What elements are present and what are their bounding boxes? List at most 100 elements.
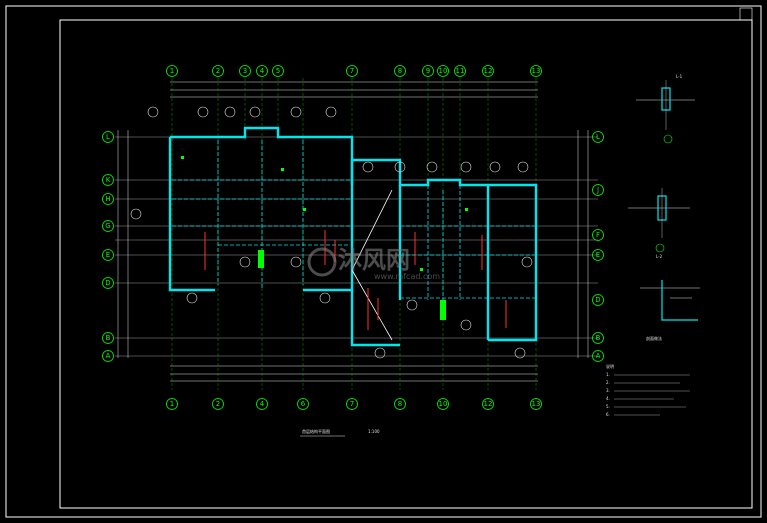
drawing-title: 首层结构平面图 [302, 428, 330, 434]
axis-bubbles-right: L J F E D B A [592, 131, 604, 362]
axis-bubble-left-A: A [102, 350, 114, 362]
axis-bubble-bottom-4: 4 [256, 398, 268, 410]
axis-bubble-left-B: B [102, 332, 114, 344]
svg-text:1: 1 [170, 67, 174, 75]
axis-bubble-right-E: E [592, 249, 604, 261]
inner-frame [59, 19, 753, 509]
axis-bubble-left-K: K [102, 174, 114, 186]
note-line-4: 4. [606, 396, 610, 401]
svg-text:12: 12 [484, 400, 493, 408]
axis-bubble-left-G: G [102, 220, 114, 232]
svg-text:11: 11 [456, 67, 465, 75]
axis-bubble-right-J: J [592, 184, 604, 196]
detail-1-label: L-1 [676, 74, 683, 79]
beams [204, 230, 507, 330]
axis-bubble-top-8: 8 [394, 65, 406, 77]
detail-3-label: 剖面做法 [646, 335, 662, 341]
axis-bubbles-top: 1 2 3 4 5 7 8 9 10 11 12 13 [166, 65, 542, 77]
axis-bubble-top-4: 4 [256, 65, 268, 77]
svg-text:J: J [596, 186, 599, 194]
svg-text:7: 7 [350, 67, 354, 75]
svg-text:D: D [105, 279, 110, 287]
axis-bubble-top-13: 13 [530, 65, 542, 77]
stair-lines [351, 189, 393, 341]
svg-text:D: D [595, 296, 600, 304]
axis-bubble-left-L: L [102, 131, 114, 143]
axis-bubbles-bottom: 1 2 4 6 7 8 10 12 13 [166, 398, 542, 410]
note-line-5: 5. [606, 404, 610, 409]
drawing-title-block: 首层结构平面图 1:100 [300, 428, 380, 437]
detail-2-label: L-2 [656, 254, 663, 259]
svg-text:10: 10 [439, 67, 448, 75]
axis-bubble-right-F: F [592, 229, 604, 241]
svg-text:H: H [105, 195, 110, 203]
detail-section-1: L-1 [636, 74, 695, 144]
axis-bubble-bottom-1: 1 [166, 398, 178, 410]
axis-bubble-right-A: A [592, 350, 604, 362]
detail-section-3: 剖面做法 [640, 280, 700, 341]
svg-text:A: A [106, 352, 111, 360]
outer-frame [5, 5, 762, 518]
svg-text:9: 9 [426, 67, 430, 75]
svg-text:F: F [596, 231, 600, 239]
svg-text:2: 2 [216, 67, 220, 75]
svg-text:A: A [596, 352, 601, 360]
axis-bubble-right-L: L [592, 131, 604, 143]
axis-bubble-bottom-12: 12 [482, 398, 494, 410]
note-line-6: 6. [606, 412, 610, 417]
axis-bubbles-left: L K H G E D B A [102, 131, 114, 362]
note-line-2: 2. [606, 380, 610, 385]
note-line-1: 1. [606, 372, 610, 377]
axis-bubble-bottom-7: 7 [346, 398, 358, 410]
svg-text:12: 12 [484, 67, 493, 75]
svg-text:10: 10 [439, 400, 448, 408]
axis-bubble-top-9: 9 [422, 65, 434, 77]
svg-text:13: 13 [532, 400, 541, 408]
axis-bubble-top-7: 7 [346, 65, 358, 77]
watermark-url: www.mfcad.com [374, 272, 440, 281]
svg-text:2: 2 [216, 400, 220, 408]
svg-text:G: G [105, 222, 110, 230]
svg-text:L: L [596, 133, 600, 141]
note-line-3: 3. [606, 388, 610, 393]
axis-grid [171, 78, 537, 390]
notes-heading: 说明 [606, 363, 614, 369]
axis-bubble-top-5: 5 [272, 65, 284, 77]
axis-bubble-top-1: 1 [166, 65, 178, 77]
svg-text:5: 5 [276, 67, 280, 75]
axis-bubble-bottom-6: 6 [297, 398, 309, 410]
dimension-lines [117, 81, 589, 382]
axis-bubble-right-D: D [592, 294, 604, 306]
axis-bubble-bottom-10: 10 [437, 398, 449, 410]
svg-text:B: B [106, 334, 111, 342]
svg-text:7: 7 [350, 400, 354, 408]
section-balloons [130, 106, 533, 359]
svg-text:4: 4 [260, 400, 265, 408]
svg-text:L: L [106, 133, 110, 141]
axis-bubble-left-H: H [102, 193, 114, 205]
watermark-brand: 沐风网 [338, 246, 410, 274]
internal-walls [172, 140, 536, 300]
axis-bubble-left-D: D [102, 277, 114, 289]
svg-text:3: 3 [243, 67, 247, 75]
svg-text:4: 4 [260, 67, 265, 75]
axis-bubble-top-3: 3 [239, 65, 251, 77]
svg-text:8: 8 [398, 400, 402, 408]
walls [168, 126, 538, 347]
axis-bubble-right-B: B [592, 332, 604, 344]
axis-bubble-top-10: 10 [437, 65, 449, 77]
notes-block: 说明 1. 2. 3. 4. 5. 6. [606, 363, 690, 417]
svg-text:8: 8 [398, 67, 402, 75]
axis-bubble-bottom-13: 13 [530, 398, 542, 410]
svg-text:E: E [596, 251, 600, 259]
axis-bubble-bottom-8: 8 [394, 398, 406, 410]
detail-section-2: L-2 [628, 188, 690, 259]
corner-box [739, 7, 753, 21]
drawing-scale: 1:100 [368, 429, 380, 434]
svg-text:1: 1 [170, 400, 174, 408]
axis-bubble-top-11: 11 [454, 65, 466, 77]
axis-bubble-left-E: E [102, 249, 114, 261]
svg-text:K: K [106, 176, 111, 184]
columns [181, 156, 468, 320]
